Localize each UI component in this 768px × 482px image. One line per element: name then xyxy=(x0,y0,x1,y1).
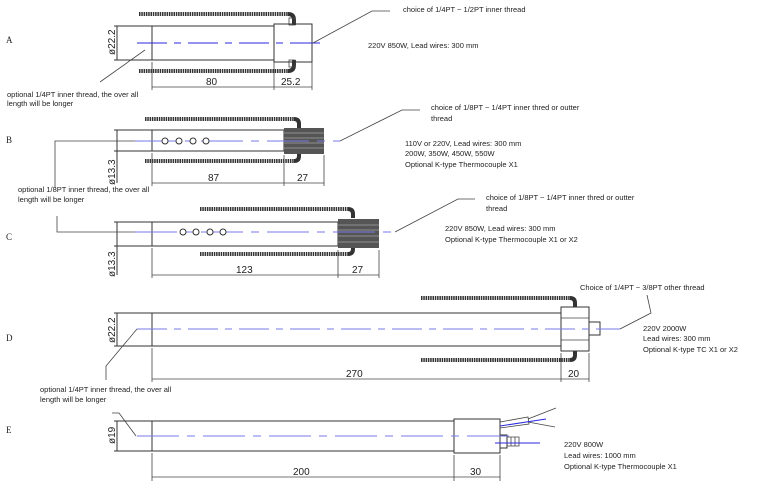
leader-line xyxy=(394,198,475,233)
vent-hole xyxy=(161,137,169,145)
diameter-dim: ø22.2 xyxy=(107,29,118,55)
variant-label-b: B xyxy=(6,135,12,145)
diameter-dim: ø13.3 xyxy=(107,251,118,277)
head-length-dim: 27 xyxy=(352,265,364,276)
spec-line: Lead wires: 1000 mm xyxy=(564,451,636,460)
leader-line xyxy=(619,294,652,330)
variant-label-a: A xyxy=(6,35,13,45)
variant-label-e: E xyxy=(6,425,12,435)
leader-line xyxy=(99,49,146,83)
optional-note: length will be longer xyxy=(40,395,107,404)
sheath-top-bend xyxy=(293,117,301,128)
sheath-clip xyxy=(288,59,296,68)
sheath-top-bend xyxy=(569,296,577,307)
variant-c: C ø13.3 123 27 choice of 1/8PT ~ 1/4PT xyxy=(6,193,635,278)
optional-note: optional 1/8PT inner thread, the over al… xyxy=(18,185,150,194)
thread-note: choice of 1/8PT ~ 1/4PT inner thred or o… xyxy=(431,103,580,112)
spec-line: Lead wires: 300 mm xyxy=(643,334,711,343)
leader-line xyxy=(312,10,390,44)
thread-note: choice of 1/4PT ~ 1/2PT inner thread xyxy=(403,5,526,14)
diameter-dim: ø22.2 xyxy=(107,317,118,343)
variant-d: D ø22.2 270 20 Choice of 1/4PT ~ 3/8PT o… xyxy=(6,283,738,404)
spec-line: Optional K-type TC X1 or X2 xyxy=(643,345,738,354)
heater-head xyxy=(453,407,557,454)
vent-hole xyxy=(219,228,227,236)
vent-hole xyxy=(202,137,210,145)
leader-line xyxy=(54,140,135,188)
spec-line: 220V 2000W xyxy=(643,324,687,333)
spec-line: 220V 800W xyxy=(564,440,604,449)
spec-line: Optional K-type Thermocouple X1 or X2 xyxy=(445,235,578,244)
leader-line xyxy=(112,412,137,437)
optional-note: optional 1/4PT inner thread, the over al… xyxy=(40,385,172,394)
thread-note: thread xyxy=(431,114,452,123)
variant-b: B ø13.3 87 27 choice of 1/8PT ~ 1/ xyxy=(6,103,580,204)
optional-note: length will be longer xyxy=(18,195,85,204)
spec-line: Optional K-type Thermocouple X1 xyxy=(564,462,677,471)
vent-hole xyxy=(189,137,197,145)
spec-line: 220V 850W, Lead wires: 300 mm xyxy=(368,41,478,50)
spec-line: Optional K-type Thermocouple X1 xyxy=(405,160,518,169)
sheath-bottom-bend xyxy=(287,60,296,73)
sheath-top-bend xyxy=(287,12,296,25)
diameter-dim: ø13.3 xyxy=(107,159,118,185)
body-length-dim: 200 xyxy=(293,467,310,478)
thread-note: Choice of 1/4PT ~ 3/8PT other thread xyxy=(580,283,705,292)
variant-label-c: C xyxy=(6,232,12,242)
thread-note: choice of 1/8PT ~ 1/4PT inner thred or o… xyxy=(486,193,635,202)
body-length-dim: 123 xyxy=(236,265,253,276)
vent-hole xyxy=(206,228,214,236)
body-length-dim: 80 xyxy=(206,77,218,88)
optional-note: length will be longer xyxy=(7,99,74,108)
head-length-dim: 20 xyxy=(568,369,580,380)
sheath-clip xyxy=(288,17,296,26)
head-length-dim: 30 xyxy=(470,467,482,478)
body-length-dim: 87 xyxy=(208,173,220,184)
leader-line xyxy=(105,328,138,380)
vent-hole xyxy=(179,228,187,236)
heater-body xyxy=(151,221,339,247)
knurled-head xyxy=(338,219,379,248)
sheath-top-bend xyxy=(347,207,355,218)
variant-label-d: D xyxy=(6,333,13,343)
optional-note: optional 1/4PT inner thread, the over al… xyxy=(7,90,139,99)
spec-line: 200W, 350W, 450W, 550W xyxy=(405,149,496,158)
spec-line: 220V 850W, Lead wires: 300 mm xyxy=(445,224,555,233)
spec-line: 110V or 220V, Lead wires: 300 mm xyxy=(405,139,521,148)
variant-a: A ø22.2 80 25.2 choice of 1/4PT ~ 1/2PT … xyxy=(6,5,526,108)
sheath-bottom-bend xyxy=(293,152,301,163)
leader-line xyxy=(339,109,420,142)
head-length-dim: 27 xyxy=(297,173,309,184)
thread-note: thread xyxy=(486,204,507,213)
leader-line xyxy=(56,216,135,233)
vent-hole xyxy=(175,137,183,145)
variant-e: E ø19 200 30 220V 800W Lead wires: 1000 … xyxy=(6,407,677,481)
head-length-dim: 25.2 xyxy=(281,77,301,88)
vent-hole xyxy=(192,228,200,236)
body-length-dim: 270 xyxy=(346,369,363,380)
sheath-bottom-bend xyxy=(569,351,577,362)
diameter-dim: ø19 xyxy=(107,426,118,444)
sheath-bottom-bend xyxy=(347,245,355,256)
